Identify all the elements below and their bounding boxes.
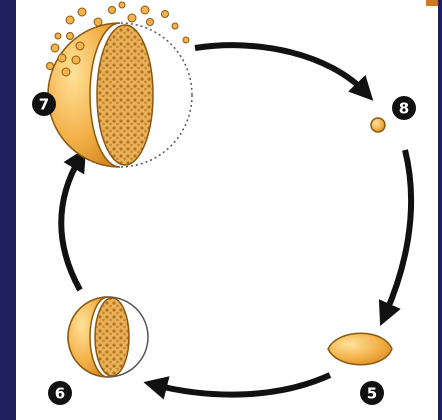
badge-label-5: 5 xyxy=(367,385,377,403)
badge-label-6: 6 xyxy=(55,385,65,403)
cell-stage-6 xyxy=(68,297,148,377)
arrow-7-to-8 xyxy=(195,45,365,92)
cell-stage-7 xyxy=(48,23,192,167)
cell-stage-5 xyxy=(328,333,392,365)
badge-stage-5: 5 xyxy=(360,381,384,405)
cell-stage-8 xyxy=(371,118,385,132)
arrow-8-to-5 xyxy=(385,150,411,315)
arrow-5-to-6 xyxy=(155,375,330,395)
badge-stage-6: 6 xyxy=(48,381,72,405)
badge-label-8: 8 xyxy=(399,100,409,118)
badge-stage-7: 7 xyxy=(32,92,56,116)
arrow-6-to-7 xyxy=(61,158,80,290)
badge-label-7: 7 xyxy=(39,96,49,114)
badge-stage-8: 8 xyxy=(392,96,416,120)
